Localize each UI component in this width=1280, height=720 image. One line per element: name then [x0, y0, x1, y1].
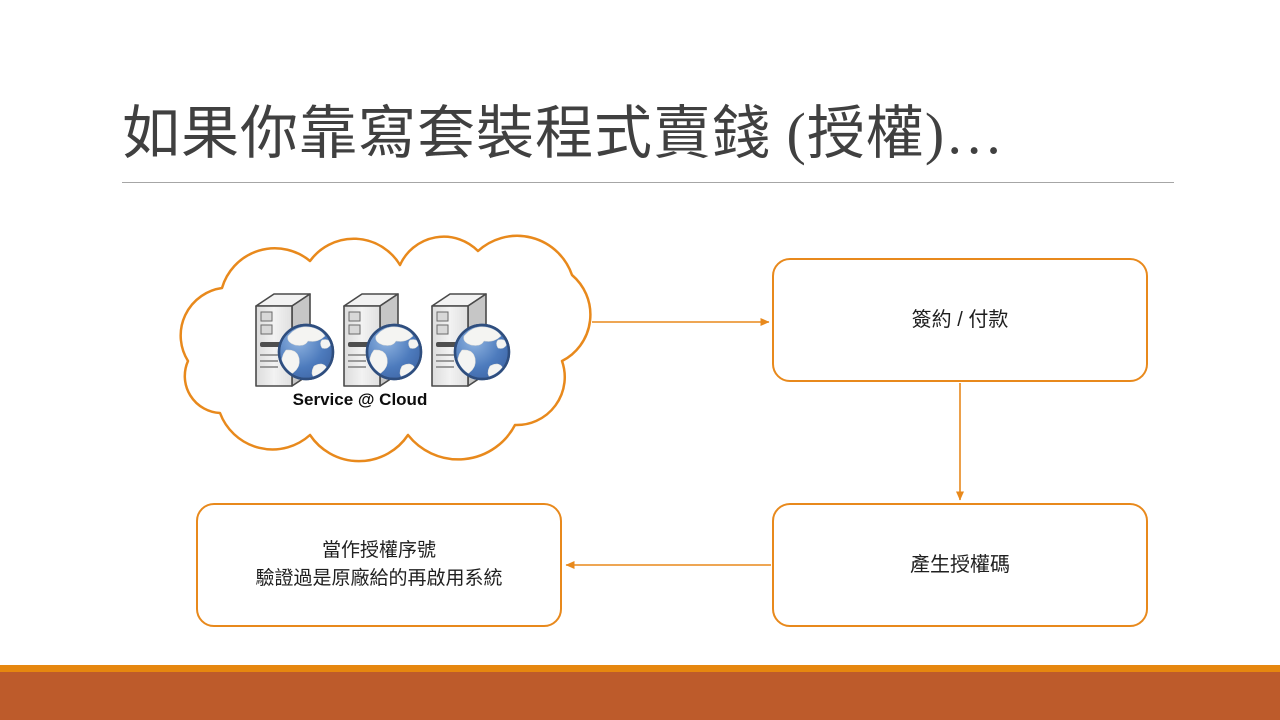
cloud-label: Service @ Cloud — [292, 390, 428, 409]
server-globe-icon — [424, 288, 512, 392]
footer-accent-stripe — [0, 665, 1280, 672]
slide-title: 如果你靠寫套裝程式賣錢 (授權)… — [122, 101, 1005, 166]
footer-band — [0, 672, 1280, 720]
flow-box-generate-license: 產生授權碼 — [772, 503, 1148, 627]
title-underline — [122, 182, 1174, 183]
license-serial-line2: 驗證過是原廠給的再啟用系統 — [255, 568, 503, 589]
flow-box-license-serial: 當作授權序號 驗證過是原廠給的再啟用系統 — [196, 503, 562, 627]
flow-box-generate-license-label: 產生授權碼 — [910, 553, 1010, 576]
server-globe-icon — [248, 288, 336, 392]
server-globe-icon — [336, 288, 424, 392]
flow-box-license-serial-label: 當作授權序號 驗證過是原廠給的再啟用系統 — [255, 537, 502, 592]
flow-box-sign-pay-label: 簽約 / 付款 — [911, 308, 1009, 331]
flow-box-sign-pay: 簽約 / 付款 — [772, 258, 1148, 382]
server-cluster — [248, 288, 508, 392]
license-serial-line1: 當作授權序號 — [321, 540, 436, 562]
